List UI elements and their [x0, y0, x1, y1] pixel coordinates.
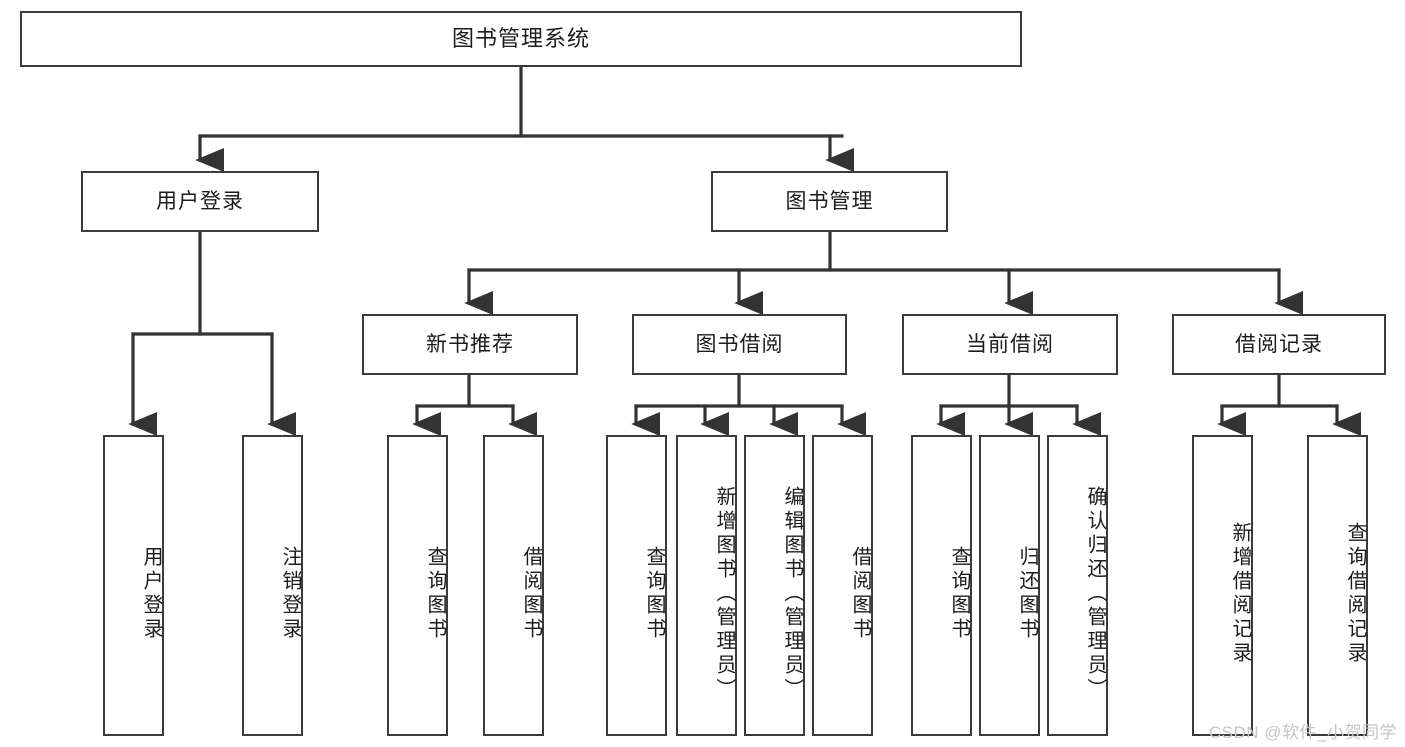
watermark: CSDN @软件_小贺同学: [1208, 723, 1397, 742]
node-label: 归还图书: [1016, 545, 1038, 642]
node-label: 图书管理系统: [451, 25, 590, 51]
node-book-borrow[interactable]: 图书借阅: [632, 314, 847, 375]
node-label: 新增图书（管理员）: [713, 485, 735, 702]
node-label: 当前借阅: [966, 332, 1054, 356]
node-label: 新书推荐: [426, 332, 514, 356]
leaf-borrow-add-book[interactable]: 新增图书（管理员）: [676, 435, 737, 736]
node-label: 注销登录: [279, 545, 301, 642]
node-current-borrow[interactable]: 当前借阅: [902, 314, 1118, 375]
node-label: 借阅图书: [520, 545, 542, 642]
node-label: 查询图书: [948, 545, 970, 642]
leaf-current-return-book[interactable]: 归还图书: [979, 435, 1040, 736]
leaf-record-query-record[interactable]: 查询借阅记录: [1307, 435, 1368, 736]
leaf-recommend-borrow-book[interactable]: 借阅图书: [483, 435, 544, 736]
leaf-current-query-book[interactable]: 查询图书: [911, 435, 972, 736]
leaf-current-confirm-return[interactable]: 确认归还（管理员）: [1047, 435, 1108, 736]
node-label: 图书借阅: [695, 332, 784, 356]
node-label: 用户登录: [140, 545, 162, 642]
leaf-borrow-edit-book[interactable]: 编辑图书（管理员）: [744, 435, 805, 736]
leaf-borrow-query-book[interactable]: 查询图书: [606, 435, 667, 736]
node-label: 查询图书: [643, 545, 665, 642]
node-label: 编辑图书（管理员）: [781, 485, 803, 702]
node-label: 用户登录: [156, 189, 244, 213]
node-book-management[interactable]: 图书管理: [711, 171, 948, 232]
node-label: 借阅图书: [849, 545, 871, 642]
node-label: 图书管理: [785, 189, 874, 213]
leaf-user-login-signin[interactable]: 用户登录: [103, 435, 164, 736]
node-label: 借阅记录: [1235, 332, 1323, 356]
node-new-book-recommend[interactable]: 新书推荐: [362, 314, 578, 375]
node-label: 新增借阅记录: [1229, 521, 1251, 666]
leaf-borrow-borrow-book[interactable]: 借阅图书: [812, 435, 873, 736]
leaf-user-login-signout[interactable]: 注销登录: [242, 435, 303, 736]
node-root-system[interactable]: 图书管理系统: [20, 11, 1022, 67]
leaf-record-add-record[interactable]: 新增借阅记录: [1192, 435, 1253, 736]
node-label: 查询图书: [424, 545, 446, 642]
node-label: 确认归还（管理员）: [1084, 485, 1106, 702]
node-label: 查询借阅记录: [1344, 521, 1366, 666]
node-borrow-record[interactable]: 借阅记录: [1172, 314, 1386, 375]
leaf-recommend-query-book[interactable]: 查询图书: [387, 435, 448, 736]
node-user-login[interactable]: 用户登录: [81, 171, 319, 232]
